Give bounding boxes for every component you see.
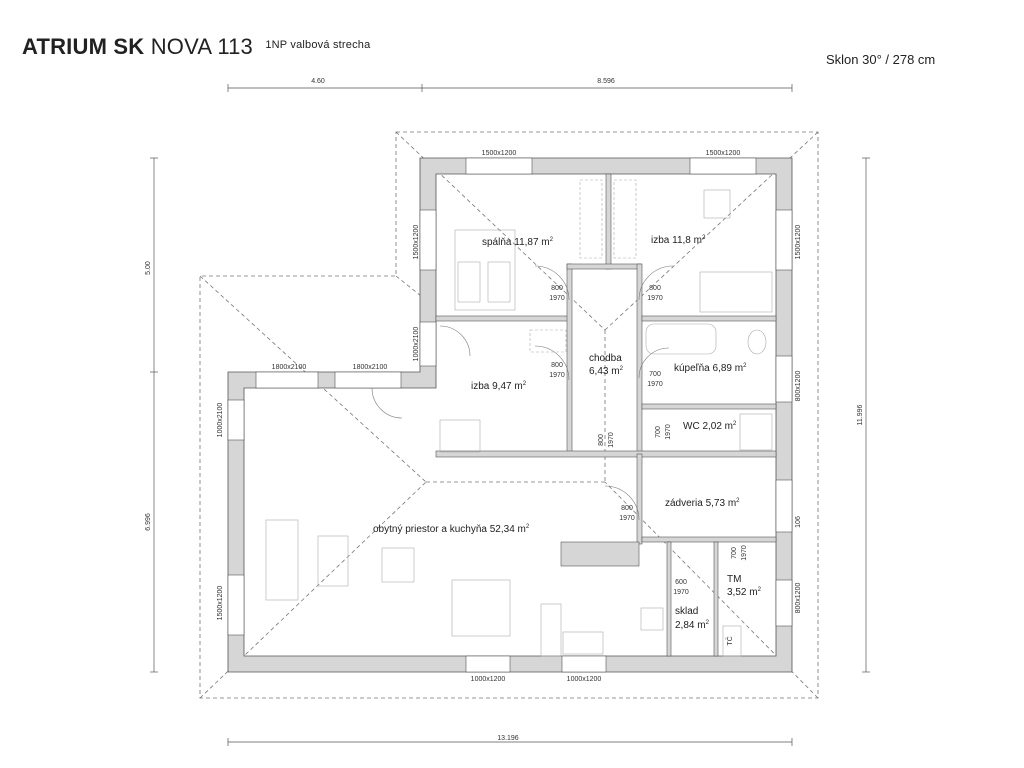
window-label-zadveria: 106 <box>795 516 802 528</box>
window-openings <box>227 157 793 673</box>
window-label-izba2: 1000x2100 <box>413 327 420 362</box>
door-7-height: 1970 <box>619 515 635 522</box>
window-label-living-left-1: 1000x2100 <box>217 403 224 438</box>
room-zadveria: zádveria 5,73 m2 <box>665 498 740 509</box>
roof-slope-label: Sklon 30° / 278 cm <box>826 52 936 67</box>
dim-left-bottom: 6.996 <box>145 513 152 531</box>
room-izba-1: izba 11,8 m2 <box>651 235 706 246</box>
dim-left-top: 5.00 <box>145 261 152 275</box>
window-label-living-2: 1800x2100 <box>353 364 388 371</box>
room-sklad-name: sklad <box>675 606 698 617</box>
door-3-height: 1970 <box>549 372 565 379</box>
roof-outline <box>199 131 819 699</box>
door-7-width: 800 <box>621 505 633 512</box>
door-6-height: 1970 <box>665 424 672 440</box>
room-tm-name: TM <box>727 574 741 585</box>
room-kupelna: kúpeľňa 6,89 m2 <box>674 363 747 374</box>
dim-bottom: 13.196 <box>497 735 519 742</box>
door-8-height: 1970 <box>673 589 689 596</box>
title-series: NOVA 113 <box>150 34 253 59</box>
door-8-width: 600 <box>675 579 687 586</box>
heat-pump-label: TČ <box>725 636 734 645</box>
door-1-width: 800 <box>551 285 563 292</box>
window-label-living-1: 1800x2100 <box>272 364 307 371</box>
room-tm: 3,52 m2 <box>727 587 762 598</box>
title-subtitle: 1NP valbová strecha <box>265 39 371 51</box>
furniture <box>265 179 773 657</box>
interior-walls <box>435 173 777 657</box>
door-swings <box>371 265 674 521</box>
dim-top-left: 4.60 <box>311 78 325 85</box>
door-6-width: 700 <box>655 426 662 438</box>
room-chodba-name: chodba <box>589 353 622 364</box>
window-label-bottom-1: 1000x1200 <box>471 676 506 683</box>
window-label-living-left-2: 1500x1200 <box>217 586 224 621</box>
room-spalna: spálňa 11,87 m2 <box>482 237 554 248</box>
dim-right: 11.996 <box>857 404 864 425</box>
dimension-lines <box>150 84 870 746</box>
window-label-bottom-2: 1000x1200 <box>567 676 602 683</box>
door-2-height: 1970 <box>647 295 663 302</box>
window-label-bedroom: 1500x1200 <box>413 225 420 260</box>
room-izba-2: izba 9,47 m2 <box>471 381 527 392</box>
door-4-height: 1970 <box>647 381 663 388</box>
dim-top-right: 8.596 <box>597 78 615 85</box>
window-label-tm: 800x1200 <box>795 583 802 614</box>
door-4-width: 700 <box>649 371 661 378</box>
room-sklad: 2,84 m2 <box>675 620 710 631</box>
exterior-walls <box>227 157 793 673</box>
window-label-izba: 1500x1200 <box>795 225 802 260</box>
plan-title: ATRIUM SK NOVA 113 1NP valbová strecha <box>22 34 370 60</box>
door-3-width: 800 <box>551 362 563 369</box>
door-9-height: 1970 <box>741 545 748 561</box>
room-wc: WC 2,02 m2 <box>683 421 737 432</box>
door-2-width: 800 <box>649 285 661 292</box>
door-9-width: 700 <box>731 547 738 559</box>
title-brand: ATRIUM SK <box>22 34 145 59</box>
window-label-top-1: 1500x1200 <box>482 150 517 157</box>
room-obyvacka: obytný priestor a kuchyňa 52,34 m2 <box>373 524 530 535</box>
window-label-top-2: 1500x1200 <box>706 150 741 157</box>
door-5-height: 1970 <box>608 432 615 448</box>
door-5-width: 800 <box>598 434 605 446</box>
window-label-kupelna: 800x1200 <box>795 371 802 402</box>
room-chodba: 6,43 m2 <box>589 366 624 377</box>
door-1-height: 1970 <box>549 295 565 302</box>
